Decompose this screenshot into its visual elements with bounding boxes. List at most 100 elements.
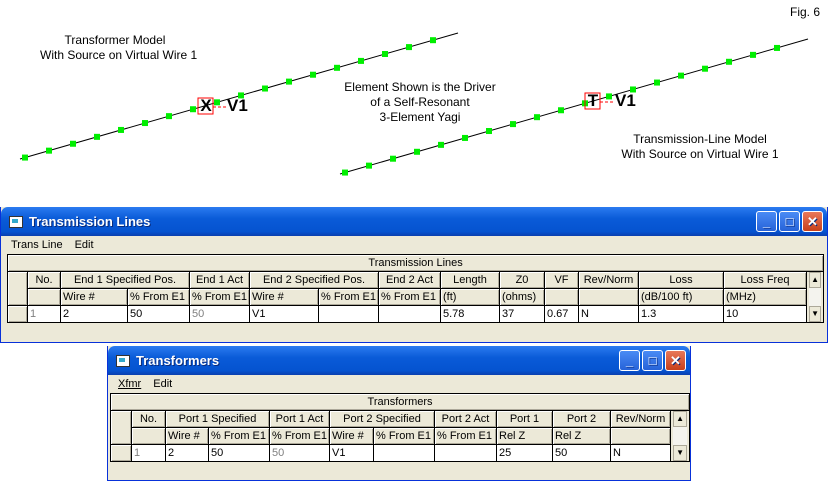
cell-e2-wire[interactable]: V1 [249,305,319,323]
cell-e1-wire[interactable]: 2 [60,305,128,323]
scroll-up-button[interactable]: ▲ [809,272,822,288]
segment-dot [342,169,348,176]
segment-dot [46,147,52,154]
segment-dot [462,134,468,141]
cell-p1-pct[interactable]: 50 [208,444,270,462]
menu-trans-line[interactable]: Trans Line [11,239,63,251]
cell-z0[interactable]: 37 [499,305,545,323]
row-selector[interactable] [110,444,132,462]
subheader-p1-wire: Wire # [165,427,209,445]
subheader-p2-pct: % From E1 [373,427,435,445]
corner-cell [7,271,28,306]
cell-p2-pct[interactable] [373,444,435,462]
cell-e2-pct[interactable] [318,305,379,323]
segment-dot [486,128,492,135]
segment-dot [750,51,756,58]
cell-e1-act: 50 [189,305,250,323]
segment-dot [382,51,388,57]
cell-p1-wire[interactable]: 2 [165,444,209,462]
segment-dot [22,154,28,161]
cell-no: 1 [131,444,166,462]
title-bar[interactable]: Transmission Lines _ □ ✕ [1,207,827,236]
header-port1-spec: Port 1 Specified [165,410,270,428]
subheader-e2-wire: Wire # [249,288,319,306]
scroll-up-button[interactable]: ▲ [673,411,688,427]
subheader-p1-pct: % From E1 [208,427,270,445]
transmission-lines-window: Transmission Lines _ □ ✕ Trans Line Edit… [0,207,828,343]
menu-bar: Trans Line Edit [1,236,827,254]
scroll-down-button[interactable]: ▼ [809,306,822,322]
segment-dot [774,44,780,51]
cell-e1-pct[interactable]: 50 [127,305,190,323]
subheader-e2-act: % From E1 [378,288,441,306]
segment-dot [438,141,444,148]
app-icon [116,354,130,367]
close-button[interactable]: ✕ [802,211,823,232]
segment-dot [406,44,412,51]
cell-p2-wire[interactable]: V1 [329,444,374,462]
maximize-button[interactable]: □ [642,350,663,371]
header-z0: Z0 [499,271,545,289]
close-button[interactable]: ✕ [665,350,686,371]
row-selector[interactable] [7,305,28,323]
header-end2-act: End 2 Act [378,271,441,289]
segment-dot [534,114,540,121]
subheader-rev [610,427,671,445]
scroll-track[interactable] [673,427,688,445]
cell-p2-act [434,444,497,462]
subheader-p2-z: Rel Z [552,427,611,445]
segment-dot [510,121,516,128]
minimize-button[interactable]: _ [756,211,777,232]
header-length: Length [440,271,500,289]
subheader-e1-act: % From E1 [189,288,250,306]
title-bar[interactable]: Transformers _ □ ✕ [108,346,690,375]
vertical-scrollbar[interactable]: ▲▼ [805,271,825,323]
minimize-button[interactable]: _ [619,350,640,371]
menu-xfmr[interactable]: Xfmr [118,378,142,390]
subheader-loss-freq: (MHz) [723,288,807,306]
cell-p2-z[interactable]: 50 [552,444,611,462]
scroll-down-button[interactable]: ▼ [673,445,688,461]
segment-dot [726,58,732,65]
window-title: Transformers [136,353,220,368]
segment-dot [654,79,660,86]
cell-length[interactable]: 5.78 [440,305,500,323]
transformer-marker: X [200,96,212,115]
segment-dot [310,71,316,78]
segment-dot [606,93,612,100]
header-loss: Loss [638,271,724,289]
scroll-track[interactable] [809,288,822,306]
cell-loss[interactable]: 1.3 [638,305,724,323]
header-port2: Port 2 [552,410,611,428]
subheader-e2-pct: % From E1 [318,288,379,306]
menu-edit[interactable]: Edit [74,239,94,251]
subheader-e1-pct: % From E1 [127,288,190,306]
virtual-wire-label-right: V1 [615,91,636,110]
header-no: No. [131,410,166,428]
cell-vf[interactable]: 0.67 [544,305,579,323]
segment-dot [94,133,100,140]
segment-dot [118,126,124,133]
segment-dot [678,72,684,79]
segment-dot [358,57,364,64]
table-row: 1 2 50 50 V1 5.78 37 0.67 N 1.3 10 [7,305,824,323]
header-no: No. [27,271,61,289]
segment-dot [414,148,420,155]
cell-rev[interactable]: N [578,305,639,323]
menu-edit[interactable]: Edit [153,378,173,390]
grid-title: Transformers [109,393,691,411]
cell-e2-act [378,305,441,323]
subheader-loss: (dB/100 ft) [638,288,724,306]
subheader-blank [131,427,166,445]
cell-loss-freq[interactable]: 10 [723,305,807,323]
transmission-line-marker: T [587,91,599,110]
transmission-lines-grid: Transmission Lines No. End 1 Specified P… [6,254,825,323]
segment-dot [190,106,196,113]
vertical-scrollbar[interactable]: ▲▼ [669,410,691,462]
maximize-button[interactable]: □ [779,211,800,232]
cell-rev[interactable]: N [610,444,671,462]
cell-p1-z[interactable]: 25 [496,444,553,462]
segment-dot [286,78,292,85]
